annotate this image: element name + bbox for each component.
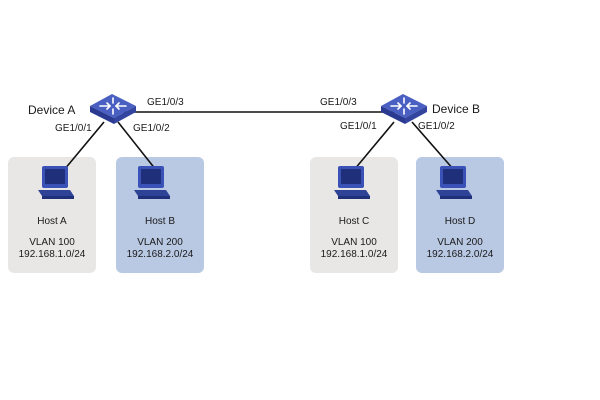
host-d-info: Host D VLAN 200 192.168.2.0/24 [410,216,510,262]
device-b-port-host-d: GE1/0/2 [418,121,455,132]
computer-icon [334,166,370,199]
computer-icon [436,166,472,199]
computer-icon [38,166,74,199]
computer-icon [134,166,170,199]
host-c-name: Host C [338,216,370,227]
host-b-name: Host B [144,216,175,227]
switch-icon [381,94,427,124]
device-b-port-host-c: GE1/0/1 [340,121,377,132]
switch-icon [90,94,136,124]
device-b-port-uplink: GE1/0/3 [320,97,357,108]
link-b-host-d [411,121,455,171]
host-b-subnet: 192.168.2.0/24 [126,249,194,260]
host-a-subnet: 192.168.1.0/24 [18,249,86,260]
host-d-vlan: VLAN 200 [437,236,483,248]
host-c-info: Host C VLAN 100 192.168.1.0/24 [304,216,404,262]
host-c-panel [310,157,398,273]
host-a-info: Host A VLAN 100 192.168.1.0/24 [2,216,102,262]
host-c-vlan: VLAN 100 [331,236,377,248]
device-a-port-uplink: GE1/0/3 [147,97,184,108]
device-a-label: Device A [28,103,76,117]
host-c-subnet: 192.168.1.0/24 [320,249,388,260]
host-d-name: Host D [444,216,476,227]
link-a-host-a [63,121,105,171]
link-a-host-b [117,121,157,171]
device-b-label: Device B [432,102,481,116]
host-b-info: Host B VLAN 200 192.168.2.0/24 [110,216,210,262]
host-a-vlan: VLAN 100 [29,236,75,248]
host-d-subnet: 192.168.2.0/24 [426,249,494,260]
device-a-port-host-a: GE1/0/1 [55,123,92,134]
host-a-name: Host A [37,216,67,227]
host-a-panel [8,157,96,273]
host-d-panel [416,157,504,273]
device-a-port-host-b: GE1/0/2 [133,123,170,134]
link-b-host-c [353,121,395,171]
host-b-vlan: VLAN 200 [137,236,183,248]
